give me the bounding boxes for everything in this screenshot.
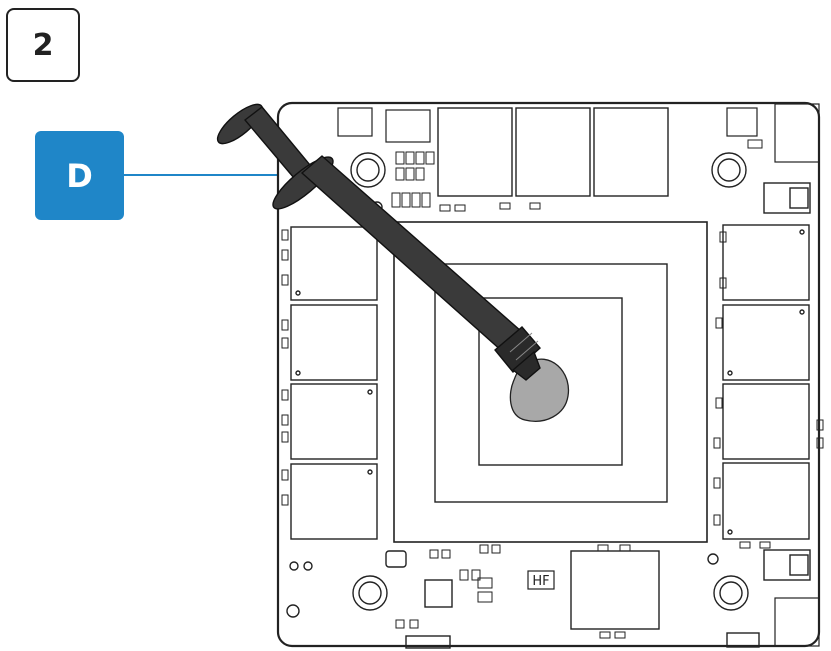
mounting-hole-inner	[356, 158, 380, 182]
small-ic	[337, 107, 373, 137]
cpu-package	[393, 221, 708, 543]
memory-chip-right	[722, 224, 810, 301]
callout-letter: D	[66, 156, 93, 195]
mounting-hole-inner	[717, 158, 741, 182]
mounting-hole	[350, 152, 386, 188]
step-number: 2	[32, 27, 54, 63]
mounting-hole	[711, 152, 747, 188]
memory-chip-right	[722, 304, 810, 381]
cpu-die	[478, 297, 623, 466]
bottom-ic	[424, 579, 453, 608]
memory-chip-right	[722, 462, 810, 540]
small-ic	[726, 107, 758, 137]
memory-chip-left	[290, 383, 378, 460]
top-chip	[593, 107, 669, 197]
side-connector	[763, 182, 811, 214]
corner-component	[774, 103, 820, 163]
mounting-hole	[713, 575, 749, 611]
top-chip	[437, 107, 513, 197]
callout-label-d: D	[35, 131, 124, 220]
memory-chip-left	[290, 304, 378, 381]
mounting-hole-inner	[358, 581, 382, 605]
mounting-hole	[352, 575, 388, 611]
bottom-chip	[570, 550, 660, 630]
step-number-badge: 2	[6, 8, 80, 82]
memory-chip-left	[290, 226, 378, 301]
silkscreen-label: HF	[532, 574, 549, 589]
side-connector	[763, 549, 811, 581]
top-component	[385, 109, 431, 143]
mounting-hole-inner	[719, 581, 743, 605]
memory-chip-right	[722, 383, 810, 460]
top-chip	[515, 107, 591, 197]
cpu-substrate	[434, 263, 668, 503]
memory-chip-left	[290, 463, 378, 540]
corner-component	[774, 597, 820, 647]
thermal-paste-syringe	[216, 103, 541, 381]
silkscreen-label-box	[527, 570, 555, 590]
passive-components	[281, 139, 824, 639]
